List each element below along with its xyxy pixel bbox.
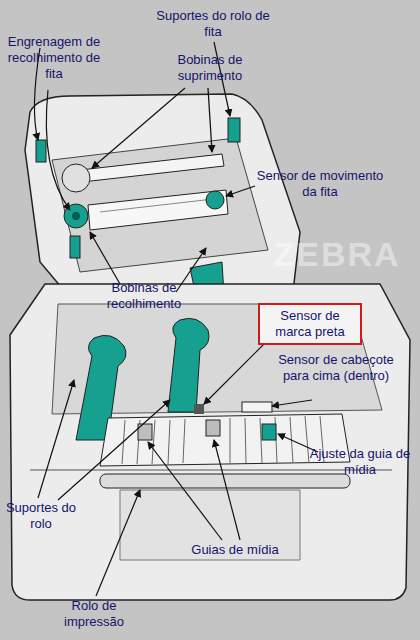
- roll-holder: [168, 318, 209, 412]
- part-label: Suportes do rolo: [2, 500, 80, 532]
- ribbon-motion-sensor: [206, 191, 224, 209]
- part-label: Guias de mídia: [180, 542, 290, 558]
- spindle-shade: [100, 198, 222, 212]
- highlight-box: Sensor de marca preta: [258, 303, 362, 345]
- part-label: Bobinas de recolhimento: [92, 280, 196, 312]
- ribbon-roll-support: [36, 140, 46, 162]
- supply-spindle: [80, 154, 224, 182]
- part-label: Rolo de impressão: [48, 598, 140, 630]
- head-up-sensor: [242, 402, 272, 412]
- part-label: Sensor de movimento da fita: [250, 168, 390, 200]
- gear-wheel: [62, 164, 90, 192]
- lid-interior: [52, 138, 268, 272]
- media-ribs: [122, 416, 324, 464]
- part-label: Bobinas de suprimento: [160, 52, 260, 84]
- part-label: Engrenagem de recolhimento de fita: [4, 34, 104, 82]
- media-guide: [206, 420, 220, 436]
- guide-adjust-knob: [262, 424, 276, 440]
- printer-base: [10, 284, 410, 600]
- takeup-spindle-end: [70, 236, 80, 258]
- gear-hub: [72, 212, 80, 220]
- printer-lid: [25, 94, 300, 300]
- watermark: ZEBRA: [262, 234, 412, 274]
- part-label: Ajuste da guia de mídia: [305, 446, 415, 478]
- part-label: Suportes do rolo de fita: [148, 8, 278, 40]
- black-mark-sensor: [194, 404, 204, 414]
- part-label: Sensor de cabeçote para cima (dentro): [272, 352, 400, 384]
- ribbon-roll-support: [228, 118, 240, 142]
- takeup-spindle: [88, 190, 228, 230]
- base-edge: [30, 470, 392, 471]
- box-label: Sensor de marca preta: [264, 308, 356, 340]
